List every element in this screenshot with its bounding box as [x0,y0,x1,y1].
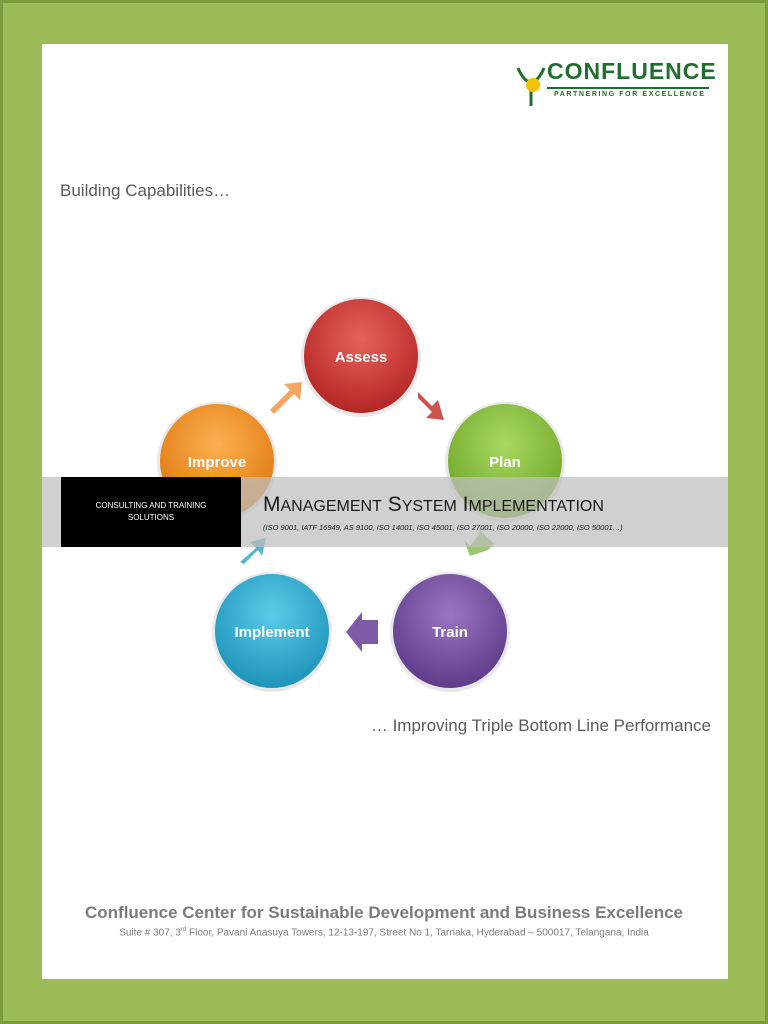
address-part-2: Floor, Pavani Anasuya Towers, 12-13-197,… [186,927,649,939]
title-word-3-initial: I [462,493,469,516]
assess-node [304,299,418,413]
title-word-2-rest: YSTEM [401,498,457,515]
title-word-2-initial: S [387,493,402,516]
footer-org-name: Confluence Center for Sustainable Develo… [84,903,683,922]
train-node [393,574,507,688]
confluence-logo: CONFLUENCE PARTNERING FOR EXCELLENCE [514,58,717,110]
title-word-3-rest: MPLEMENTATION [468,498,604,515]
consulting-box: CONSULTING AND TRAINING SOLUTIONS [61,477,241,547]
improve-label: Improve [188,454,246,471]
plan-label: Plan [489,454,521,471]
arrow-improve-to-assess [270,382,302,414]
address-part-1: Suite # 307, 3 [119,927,181,939]
logo-name: CONFLUENCE [547,58,717,84]
train-label: Train [432,624,468,641]
implement-node [215,574,329,688]
tagline-text: … Improving Triple Bottom Line Performan… [370,716,711,735]
logo-tagline: PARTNERING FOR EXCELLENCE [554,91,706,98]
address-superscript: rd [180,927,187,933]
assess-label: Assess [335,349,388,366]
logo-divider [547,87,709,89]
main-title: MANAGEMENT SYSTEM IMPLEMENTATION [263,493,604,517]
footer-address: Suite # 307, 3rd Floor, Pavani Anasuya T… [0,927,768,938]
confluence-logo-icon [516,67,546,106]
title-word-1-rest: ANAGEMENT [280,498,382,515]
intro-text: Building Capabilities… [60,181,231,200]
arrow-assess-to-plan [418,392,444,420]
arrow-train-to-implement [346,612,378,652]
title-word-1-initial: M [263,493,281,516]
implement-label: Implement [234,624,309,641]
standards-subtitle: (ISO 9001, IATF 16949, AS 9100, ISO 1400… [263,523,623,532]
